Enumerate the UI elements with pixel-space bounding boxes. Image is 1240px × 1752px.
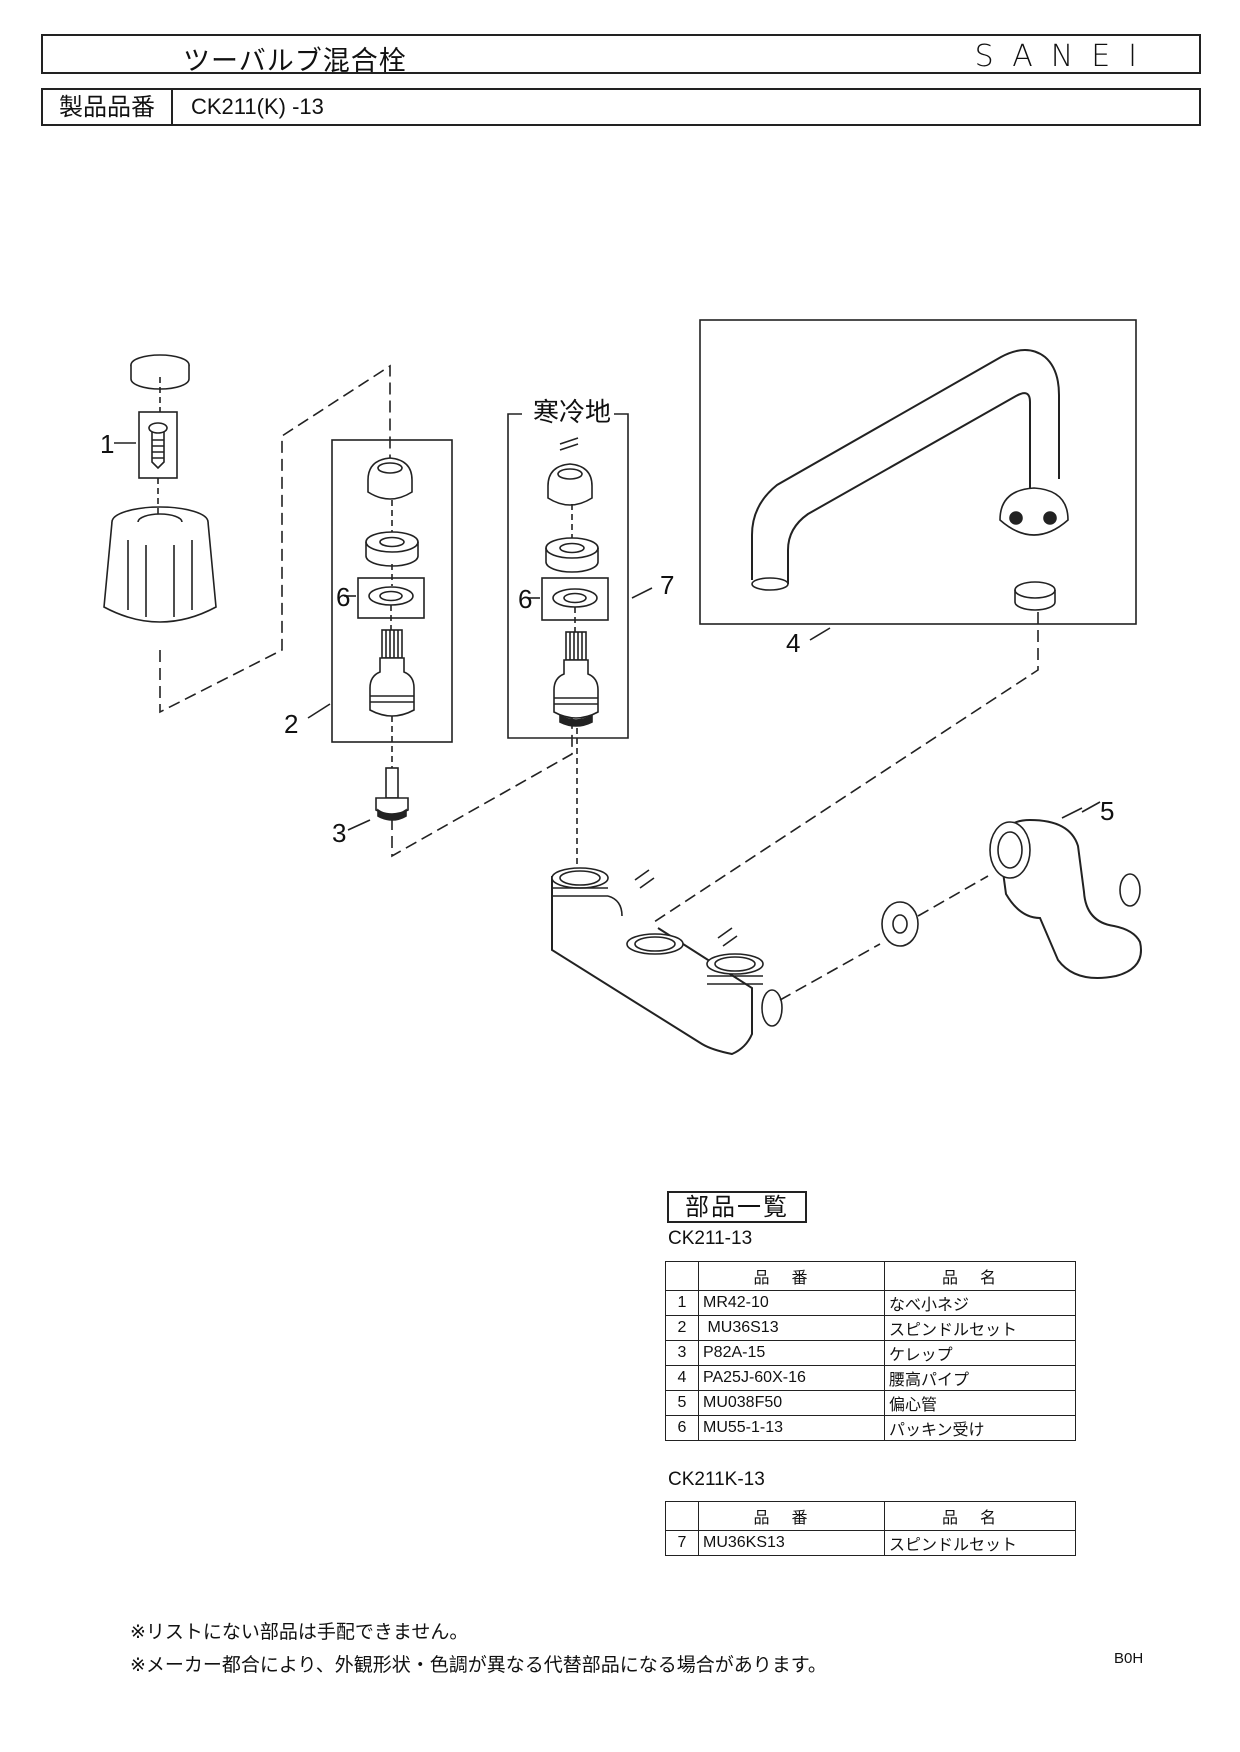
product-number-bar: 製品品番 CK211(K) -13: [41, 88, 1201, 126]
col-no: [665, 1261, 699, 1291]
cold-packing-ring-icon: [552, 588, 598, 608]
col-code: 品番: [698, 1261, 885, 1291]
col-name: 品名: [884, 1501, 1076, 1531]
spout-box: [699, 319, 1137, 625]
eccentric-pipe-icon: [989, 807, 1142, 979]
col-name: 品名: [884, 1261, 1076, 1291]
packing-ring-icon: [368, 586, 414, 606]
row-code: MU36KS13: [698, 1530, 885, 1556]
parts-list-title: 部品一覧: [667, 1191, 807, 1223]
callout-2: 2: [284, 709, 298, 739]
col-code: 品番: [698, 1501, 885, 1531]
spindle-icon: [369, 629, 415, 717]
table-row: 4 PA25J-60X-16 腰高パイプ: [665, 1365, 1076, 1391]
table-row: 3 P82A-15 ケレップ: [665, 1340, 1076, 1366]
row-name: 腰高パイプ: [884, 1365, 1076, 1391]
table-row: 7 MU36KS13 スピンドルセット: [665, 1530, 1076, 1556]
col-no: [665, 1501, 699, 1531]
row-code: MU038F50: [698, 1390, 885, 1416]
spout-pipe-icon: [751, 349, 1069, 591]
cold-spindle-cap-icon: [547, 437, 593, 506]
row-code: MU55-1-13: [698, 1415, 885, 1441]
washer-icon: [365, 531, 419, 567]
table-row: 2 MU36S13 スピンドルセット: [665, 1315, 1076, 1341]
callout-7: 7: [660, 570, 674, 600]
faucet-body-icon: [551, 867, 783, 1056]
row-no: 3: [665, 1340, 699, 1366]
parts-table-2: 品番 品名 7 MU36KS13 スピンドルセット: [665, 1501, 1076, 1556]
handle-cap-icon: [130, 354, 190, 390]
callout-6a: 6: [336, 582, 350, 612]
cold-washer-icon: [545, 537, 599, 573]
row-name: スピンドルセット: [884, 1530, 1076, 1556]
parts-table-1: 品番 品名 1 MR42-10 なべ小ネジ 2 MU36S13 スピンドルセット…: [665, 1261, 1076, 1441]
row-no: 6: [665, 1415, 699, 1441]
kerep-icon: [375, 767, 409, 821]
spout-packing-icon: [1014, 581, 1056, 611]
table-header-row: 品番 品名: [665, 1261, 1076, 1291]
spindle-cap-icon: [367, 457, 413, 500]
table-row: 1 MR42-10 なべ小ネジ: [665, 1290, 1076, 1316]
cold-region-box: [507, 413, 629, 739]
note-1: ※リストにない部品は手配できません。: [130, 1621, 469, 1643]
model-label-2: CK211K-13: [668, 1469, 765, 1490]
handle-knob-icon: [103, 506, 217, 623]
callout-4: 4: [786, 628, 800, 658]
row-name: 偏心管: [884, 1390, 1076, 1416]
row-no: 4: [665, 1365, 699, 1391]
row-code: PA25J-60X-16: [698, 1365, 885, 1391]
gasket-icon: [881, 901, 919, 947]
brand-logo: SANEI: [974, 39, 1155, 74]
title-bar: ツーバルブ混合栓 SANEI: [41, 34, 1201, 77]
model-label-1: CK211-13: [668, 1228, 753, 1249]
row-no: 7: [665, 1530, 699, 1556]
cold-region-label: 寒冷地: [533, 397, 611, 427]
callout-1: 1: [100, 429, 114, 459]
product-number-label: 製品品番: [43, 90, 173, 124]
row-no: 1: [665, 1290, 699, 1316]
row-code: MR42-10: [698, 1290, 885, 1316]
row-name: スピンドルセット: [884, 1315, 1076, 1341]
cold-spindle-icon: [553, 631, 599, 727]
callout-5: 5: [1100, 796, 1114, 826]
row-code: MU36S13: [698, 1315, 885, 1341]
row-no: 5: [665, 1390, 699, 1416]
row-name: なべ小ネジ: [884, 1290, 1076, 1316]
product-title: ツーバルブ混合栓: [183, 46, 407, 77]
product-number-value: CK211(K) -13: [191, 94, 324, 119]
callout-3: 3: [332, 818, 346, 848]
screw-icon: [148, 422, 168, 470]
table-row: 6 MU55-1-13 パッキン受け: [665, 1415, 1076, 1441]
row-no: 2: [665, 1315, 699, 1341]
table-row: 5 MU038F50 偏心管: [665, 1390, 1076, 1416]
note-2: ※メーカー都合により、外観形状・色調が異なる代替部品になる場合があります。: [130, 1654, 827, 1676]
table-header-row: 品番 品名: [665, 1501, 1076, 1531]
row-name: ケレップ: [884, 1340, 1076, 1366]
row-name: パッキン受け: [884, 1415, 1076, 1441]
row-code: P82A-15: [698, 1340, 885, 1366]
document-code: B0H: [1114, 1650, 1144, 1667]
callout-6b: 6: [518, 584, 532, 614]
